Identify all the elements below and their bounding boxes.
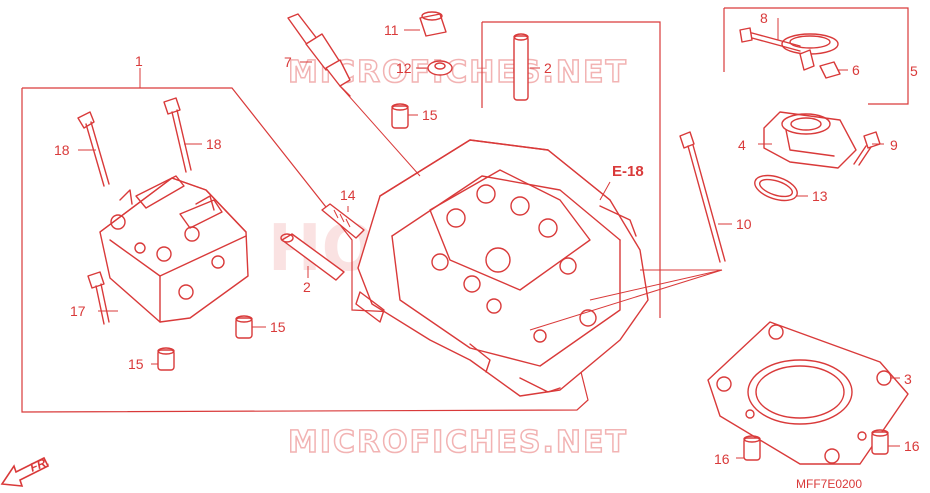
washer-12 (427, 60, 453, 76)
watermark-bottom: MICROFICHES.NET (288, 425, 628, 460)
callout-17: 17 (70, 303, 86, 319)
spark-plug (287, 13, 351, 97)
stud-bolt-10 (679, 131, 726, 263)
callout-16-right: 16 (904, 438, 920, 454)
callout-14: 14 (340, 187, 356, 203)
callout-11: 11 (384, 22, 399, 38)
callout-6: 6 (852, 62, 860, 78)
stud-14 (321, 203, 365, 239)
hose-clamp-8 (781, 33, 839, 71)
callout-2-lower: 2 (303, 279, 311, 295)
bolt-9 (853, 131, 881, 166)
callout-18-right: 18 (206, 136, 222, 152)
screw-8 (739, 27, 801, 52)
callout-15-top: 15 (422, 107, 438, 123)
cylinder-head (355, 139, 649, 397)
callout-3: 3 (904, 371, 912, 387)
frame-cylinder-head (482, 21, 661, 318)
callout-15-lower: 15 (128, 356, 144, 372)
o-ring-13 (754, 174, 798, 202)
dowel-pin-15-lower (157, 347, 175, 371)
rocker-arm-holder (99, 175, 249, 323)
head-gasket (707, 321, 909, 465)
callout-10: 10 (736, 216, 752, 232)
pin-2-lower (280, 233, 345, 281)
callout-1: 1 (135, 53, 143, 69)
callout-16-left: 16 (714, 451, 730, 467)
front-direction-arrow: FR. (0, 455, 51, 487)
frame-assembly-5 (724, 7, 909, 105)
dowel-pin-16-right (871, 429, 889, 455)
callout-9: 9 (890, 137, 898, 153)
insulator-4 (763, 111, 857, 169)
callout-18-left: 18 (54, 142, 70, 158)
callout-12: 12 (396, 60, 412, 76)
nut-6 (819, 61, 841, 79)
dowel-pin-15-top (391, 103, 409, 129)
callout-15-right: 15 (270, 319, 286, 335)
cap-nut-11 (419, 11, 447, 37)
bolt-18-right (163, 97, 192, 173)
callout-8: 8 (760, 10, 768, 26)
dowel-pin-16-left (743, 435, 761, 461)
callout-7: 7 (284, 54, 292, 70)
direction-label: FR. (28, 455, 51, 475)
callout-4: 4 (738, 137, 746, 153)
pin-2-upper (513, 33, 529, 101)
bolt-17 (87, 271, 110, 325)
bolt-18-left (77, 111, 110, 187)
reference-e18: E-18 (612, 163, 644, 180)
callout-13: 13 (812, 188, 828, 204)
diagram-code: MFF7E0200 (796, 477, 862, 491)
dowel-pin-15-right (235, 315, 253, 339)
callout-2-upper: 2 (544, 60, 552, 76)
callout-5: 5 (910, 63, 918, 79)
leader-lines (78, 18, 900, 459)
